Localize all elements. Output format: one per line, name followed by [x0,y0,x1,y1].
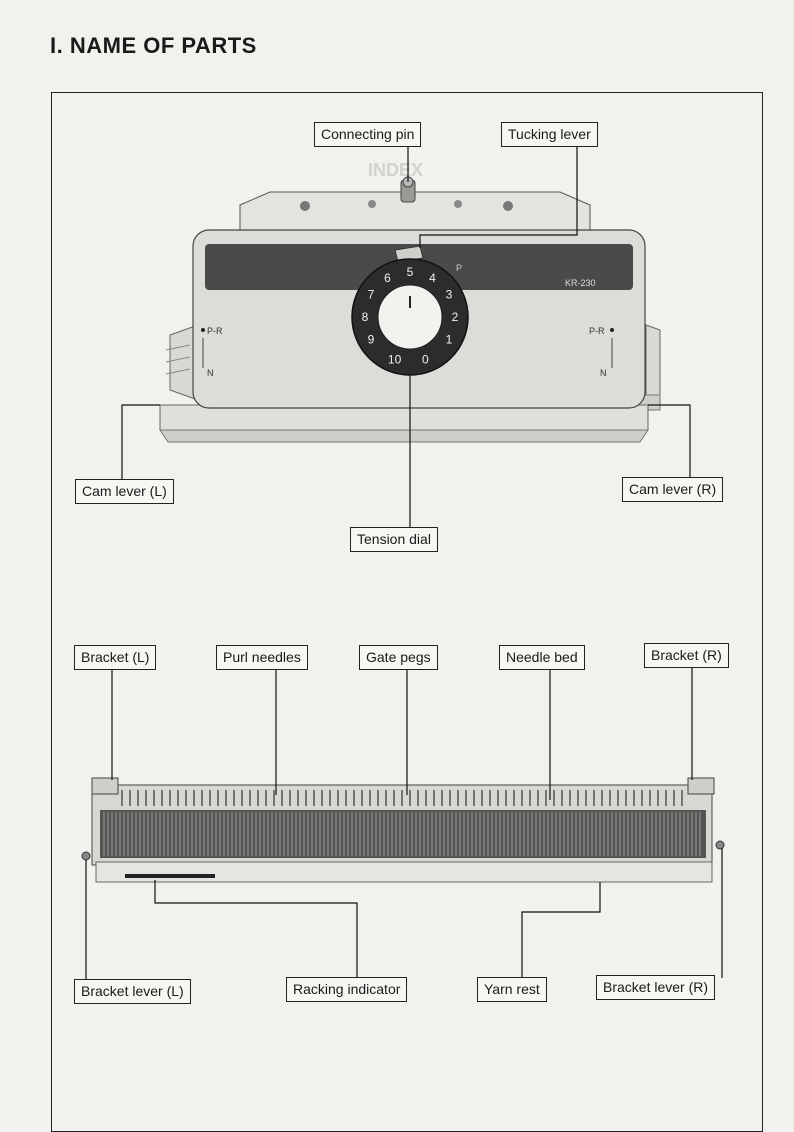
label-bracket-lever-r: Bracket lever (R) [596,975,716,1000]
label-tucking-lever: Tucking lever [501,122,598,147]
label-yarn-rest: Yarn rest [477,977,547,1002]
pr-mark-right: P-R [589,326,605,336]
dial-number: 7 [368,288,375,302]
label-connecting-pin: Connecting pin [314,122,422,147]
dial-number: 0 [422,352,429,366]
n-mark-left: N [207,368,214,378]
label-needle-bed: Needle bed [499,645,585,670]
label-tension-dial: Tension dial [350,527,438,552]
label-gate-pegs: Gate pegs [359,645,438,670]
label-cam-lever-l: Cam lever (L) [75,479,174,504]
dial-number: 6 [384,271,391,285]
pr-mark-left: P-R [207,326,223,336]
label-bracket-l: Bracket (L) [74,645,157,670]
label-cam-lever-r: Cam lever (R) [622,477,724,502]
label-bracket-r: Bracket (R) [644,643,729,668]
carriage-illustration [159,176,661,443]
dial-number: 5 [407,265,414,279]
model-label: KR-230 [565,278,596,288]
n-mark-right: N [600,368,607,378]
needle-bed-illustration [81,777,725,883]
dial-number: 10 [388,352,402,366]
label-purl-needles: Purl needles [216,645,308,670]
dial-number: 4 [429,271,436,285]
show-through-heading: INDEX [368,160,424,180]
dial-number: 8 [362,310,369,324]
p-mark: P [456,263,462,273]
dial-number: 1 [446,333,453,347]
dial-number: 3 [446,288,453,302]
dial-numbers: 1 2 34 5 67 8 9 10 0 [362,265,459,366]
label-bracket-lever-l: Bracket lever (L) [74,979,191,1004]
dial-number: 2 [452,310,459,324]
leader-lines [85,146,723,980]
dial-number: 9 [368,333,375,347]
label-racking-indicator: Racking indicator [286,977,408,1002]
page-title: I. NAME OF PARTS [50,33,257,58]
